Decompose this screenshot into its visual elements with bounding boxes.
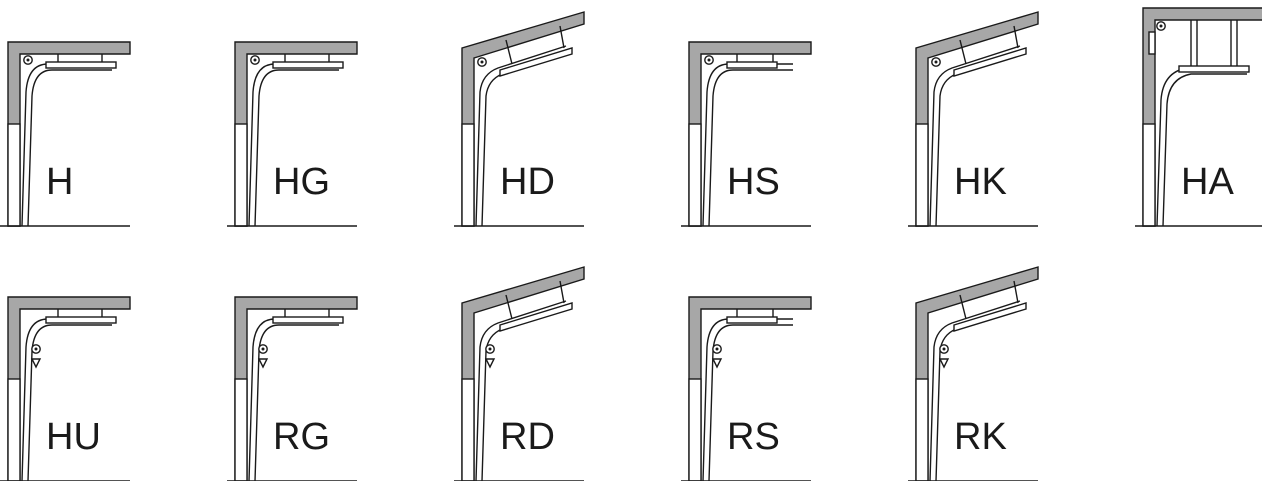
hanger-1 (505, 39, 513, 65)
track-outer (475, 45, 567, 227)
hanger-2 (1013, 280, 1019, 304)
wall-section (461, 266, 585, 481)
wall-gap (1148, 31, 1156, 55)
label-rd: RD (500, 416, 555, 458)
door-diagram-hu (0, 296, 131, 481)
rail (726, 316, 778, 324)
track-outer (929, 45, 1021, 227)
track-inner (254, 69, 339, 227)
label-hk: HK (954, 161, 1007, 203)
bearing-icon-center (26, 58, 30, 62)
label-rs: RS (727, 416, 780, 458)
wall-section (915, 266, 1039, 481)
track-inner (27, 69, 112, 227)
rail (272, 316, 344, 324)
wall-lower (688, 378, 702, 481)
lower-bearing-icon-center (715, 347, 719, 351)
track-outer (475, 300, 567, 481)
bearing-bracket (938, 358, 950, 369)
wall-lower (234, 123, 248, 227)
rail (272, 61, 344, 69)
bearing-icon-center (934, 60, 938, 64)
door-diagram-hs (681, 41, 812, 227)
lower-bearing-icon-center (942, 347, 946, 351)
bearing-icon-center (480, 60, 484, 64)
door-diagram-hk (908, 11, 1039, 227)
label-hg: HG (273, 161, 330, 203)
track-inner (708, 69, 793, 227)
bearing-bracket (484, 358, 496, 369)
door-diagram-ha (1135, 7, 1262, 227)
door-diagram-rk (908, 266, 1039, 481)
bearing-bracket (711, 358, 723, 369)
hanger-1 (959, 39, 967, 65)
door-diagram-h (0, 41, 131, 227)
bearing-icon-center (707, 58, 711, 62)
wall-lower (7, 123, 21, 227)
wall-lower (461, 123, 475, 227)
label-ha: HA (1181, 161, 1234, 203)
rail (726, 61, 778, 69)
door-diagram-hg (227, 41, 358, 227)
wall-lower (1142, 123, 1156, 227)
label-h: H (46, 161, 74, 203)
label-hd: HD (500, 161, 555, 203)
wall-lower (688, 123, 702, 227)
door-diagram-rg (227, 296, 358, 481)
wall-section (7, 296, 131, 481)
wall-lower (7, 378, 21, 481)
rail (45, 316, 117, 324)
rail (1178, 65, 1250, 73)
bearing-icon-center (253, 58, 257, 62)
door-diagram-rd (454, 266, 585, 481)
rail (953, 47, 1027, 77)
wall-section (234, 296, 358, 481)
bearing-icon-center (1159, 24, 1163, 28)
track-outer (929, 300, 1021, 481)
rail (953, 302, 1027, 332)
door-diagram-rs (681, 296, 812, 481)
label-hu: HU (46, 416, 101, 458)
hanger-2 (559, 280, 565, 304)
rail (499, 47, 573, 77)
label-hs: HS (727, 161, 780, 203)
hanger-1 (505, 294, 513, 320)
lower-bearing-icon-center (34, 347, 38, 351)
rail (45, 61, 117, 69)
hanger-2 (1013, 25, 1019, 49)
wall-section (688, 296, 812, 481)
label-rk: RK (954, 416, 1007, 458)
wall-lower (915, 123, 929, 227)
hanger-2 (559, 25, 565, 49)
bearing-bracket (30, 358, 42, 369)
rail (499, 302, 573, 332)
hanger-1 (959, 294, 967, 320)
wall-lower (461, 378, 475, 481)
lower-bearing-icon-center (261, 347, 265, 351)
wall-lower (234, 378, 248, 481)
lower-bearing-icon-center (488, 347, 492, 351)
wall-lower (915, 378, 929, 481)
bearing-bracket (257, 358, 269, 369)
label-rg: RG (273, 416, 330, 458)
track-inner (1162, 73, 1247, 227)
door-diagram-hd (454, 11, 585, 227)
